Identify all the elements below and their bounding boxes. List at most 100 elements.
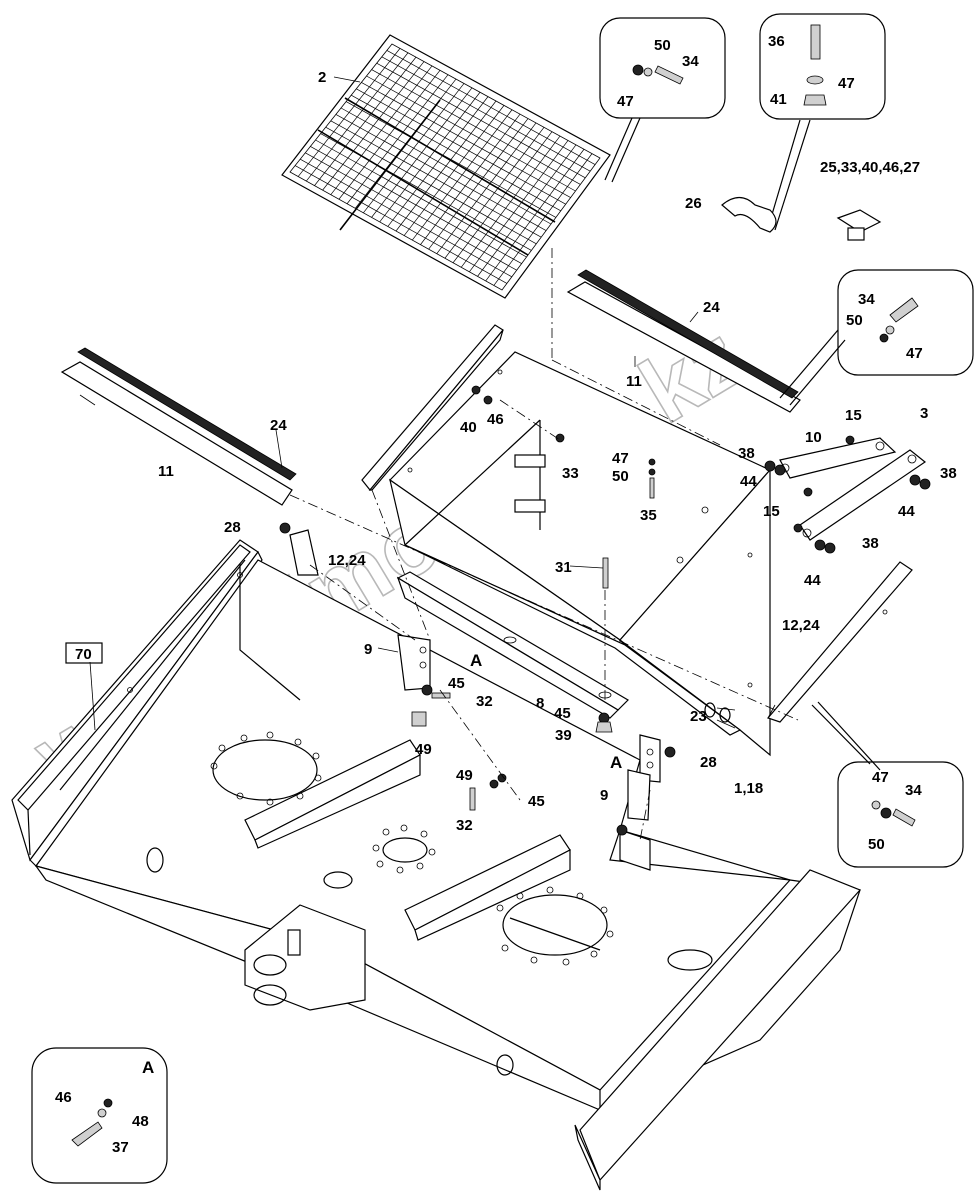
grate-bar bbox=[297, 48, 401, 177]
part-1-18-hopper bbox=[389, 351, 771, 757]
label-part-46: 46 bbox=[487, 411, 504, 428]
grate-bar bbox=[330, 65, 433, 195]
grate-grid bbox=[294, 48, 596, 286]
part-28-9-bracket-right bbox=[627, 734, 661, 821]
label-part-44-a: 44 bbox=[740, 473, 757, 490]
grate-bar bbox=[403, 105, 505, 236]
grate-bar bbox=[493, 153, 593, 286]
main-frame bbox=[11, 539, 862, 1191]
label-part-12-24-b: 12,24 bbox=[782, 617, 820, 634]
centerlines bbox=[289, 248, 799, 841]
label-part-11-top: 11 bbox=[626, 373, 642, 390]
right-end-plate bbox=[579, 869, 862, 1182]
detail-bubble-top-right bbox=[721, 13, 886, 241]
label-part-24-top: 24 bbox=[703, 299, 720, 316]
detail-bubble-a bbox=[31, 1047, 168, 1184]
detail-tr-47: 47 bbox=[838, 75, 855, 92]
detail-tl-50: 50 bbox=[654, 37, 671, 54]
label-part-11-left: 11 bbox=[158, 463, 174, 480]
grate-bar bbox=[338, 70, 441, 200]
detail-bubble-right-upper bbox=[779, 269, 974, 406]
label-part-9-a: 9 bbox=[364, 641, 372, 658]
label-part-47-a: 47 bbox=[612, 450, 629, 467]
center-hole bbox=[382, 837, 428, 863]
label-part-35: 35 bbox=[640, 507, 657, 524]
label-part-49-a: 49 bbox=[415, 741, 432, 758]
hardware-fasteners bbox=[279, 385, 931, 836]
label-part-2: 2 bbox=[318, 69, 326, 86]
grate-bar bbox=[469, 140, 569, 273]
grate-bar bbox=[444, 127, 545, 259]
grate-bar bbox=[395, 100, 497, 232]
detail-a-48: 48 bbox=[132, 1113, 149, 1130]
label-detail-a-ref-2: A bbox=[610, 753, 622, 772]
part-12-24-rail-right bbox=[766, 561, 913, 723]
part-70-plate bbox=[17, 544, 251, 856]
hitch-assembly bbox=[244, 904, 366, 1011]
grate-bar bbox=[371, 87, 473, 218]
detail-tl-47: 47 bbox=[617, 93, 634, 110]
detail-a-37: 37 bbox=[112, 1139, 129, 1156]
label-box-70 bbox=[65, 642, 103, 664]
label-part-25-group: 25,33,40,46,27 bbox=[820, 159, 920, 176]
label-part-24-left: 24 bbox=[270, 417, 287, 434]
label-part-32-a: 32 bbox=[476, 693, 493, 710]
part-8-angle bbox=[396, 571, 629, 719]
part-25-group-item bbox=[836, 209, 882, 233]
label-part-40: 40 bbox=[460, 419, 477, 436]
leader-lines bbox=[79, 76, 736, 731]
detail-tr-41: 41 bbox=[770, 91, 787, 108]
grate-bar bbox=[346, 74, 449, 204]
large-hole-1 bbox=[212, 739, 318, 801]
part-11-24-rail-top bbox=[566, 269, 801, 413]
label-part-50-a: 50 bbox=[612, 468, 629, 485]
label-part-38-b: 38 bbox=[940, 465, 957, 482]
label-part-49-b: 49 bbox=[456, 767, 473, 784]
detail-ru-34: 34 bbox=[858, 291, 875, 308]
detail-ru-50: 50 bbox=[846, 312, 863, 329]
label-part-45-a: 45 bbox=[448, 675, 465, 692]
label-part-38-a: 38 bbox=[738, 445, 755, 462]
detail-a-title: A bbox=[142, 1058, 154, 1077]
part-2-grate bbox=[281, 34, 611, 299]
label-part-15-a: 15 bbox=[845, 407, 862, 424]
label-part-26: 26 bbox=[685, 195, 702, 212]
detail-rl-47: 47 bbox=[872, 769, 889, 786]
label-part-39: 39 bbox=[555, 727, 572, 744]
label-part-12-24-a: 12,24 bbox=[328, 552, 366, 569]
label-part-9-b: 9 bbox=[600, 787, 608, 804]
grate-bar bbox=[436, 122, 537, 254]
grate-bar bbox=[485, 149, 585, 282]
label-part-3: 3 bbox=[920, 405, 928, 422]
bolt-hole-pattern bbox=[210, 731, 614, 966]
detail-bubble-top-left bbox=[599, 17, 726, 183]
label-part-28-b: 28 bbox=[700, 754, 717, 771]
label-part-15-b: 15 bbox=[763, 503, 780, 520]
detail-tr-36: 36 bbox=[768, 33, 785, 50]
part-12-24-rail-center bbox=[361, 324, 504, 491]
label-part-8: 8 bbox=[536, 695, 544, 712]
detail-rl-50: 50 bbox=[868, 836, 885, 853]
grate-bar bbox=[363, 83, 465, 214]
part-11-24-rail-left bbox=[60, 347, 297, 506]
grate-bar bbox=[412, 109, 513, 241]
label-part-28-a: 28 bbox=[224, 519, 241, 536]
grate-bar bbox=[306, 52, 409, 182]
grate-bar bbox=[322, 61, 425, 191]
grate-bar bbox=[314, 56, 417, 186]
part-3-link bbox=[799, 449, 927, 541]
detail-a-46: 46 bbox=[55, 1089, 72, 1106]
grate-bar bbox=[420, 113, 521, 245]
label-part-1-18: 1,18 bbox=[734, 780, 763, 797]
label-part-45-b: 45 bbox=[554, 705, 571, 722]
grate-bar bbox=[387, 96, 489, 227]
label-part-32-b: 32 bbox=[456, 817, 473, 834]
label-part-38-c: 38 bbox=[862, 535, 879, 552]
label-part-33: 33 bbox=[562, 465, 579, 482]
detail-rl-34: 34 bbox=[905, 782, 922, 799]
label-part-70: 70 bbox=[75, 646, 92, 663]
detail-bubble-right-lower bbox=[811, 701, 964, 868]
label-part-10: 10 bbox=[805, 429, 822, 446]
grate-bar bbox=[460, 135, 561, 268]
